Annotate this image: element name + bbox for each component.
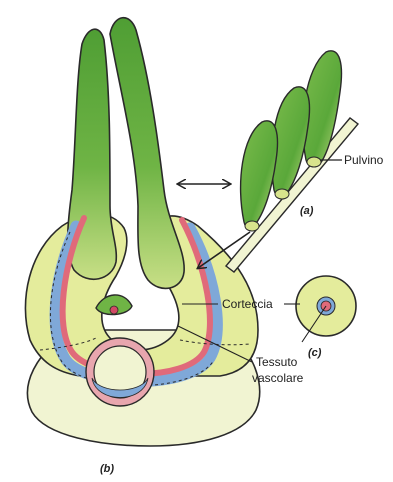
label-tessuto: Tessuto — [256, 355, 298, 369]
label-vascolare: vascolare — [252, 371, 304, 385]
pulvinus-3 — [307, 157, 321, 167]
label-panel-a: (a) — [300, 205, 314, 217]
label-pulvino: Pulvino — [344, 153, 384, 167]
panel-a-leaflets — [226, 51, 358, 272]
label-panel-b: (b) — [100, 463, 114, 475]
pulvinus-2 — [275, 189, 289, 199]
panel-b-section — [25, 18, 259, 446]
bud-dot — [110, 306, 118, 314]
pulvinus-1 — [245, 221, 259, 231]
label-corteccia: Corteccia — [222, 297, 273, 311]
label-panel-c: (c) — [308, 347, 322, 359]
